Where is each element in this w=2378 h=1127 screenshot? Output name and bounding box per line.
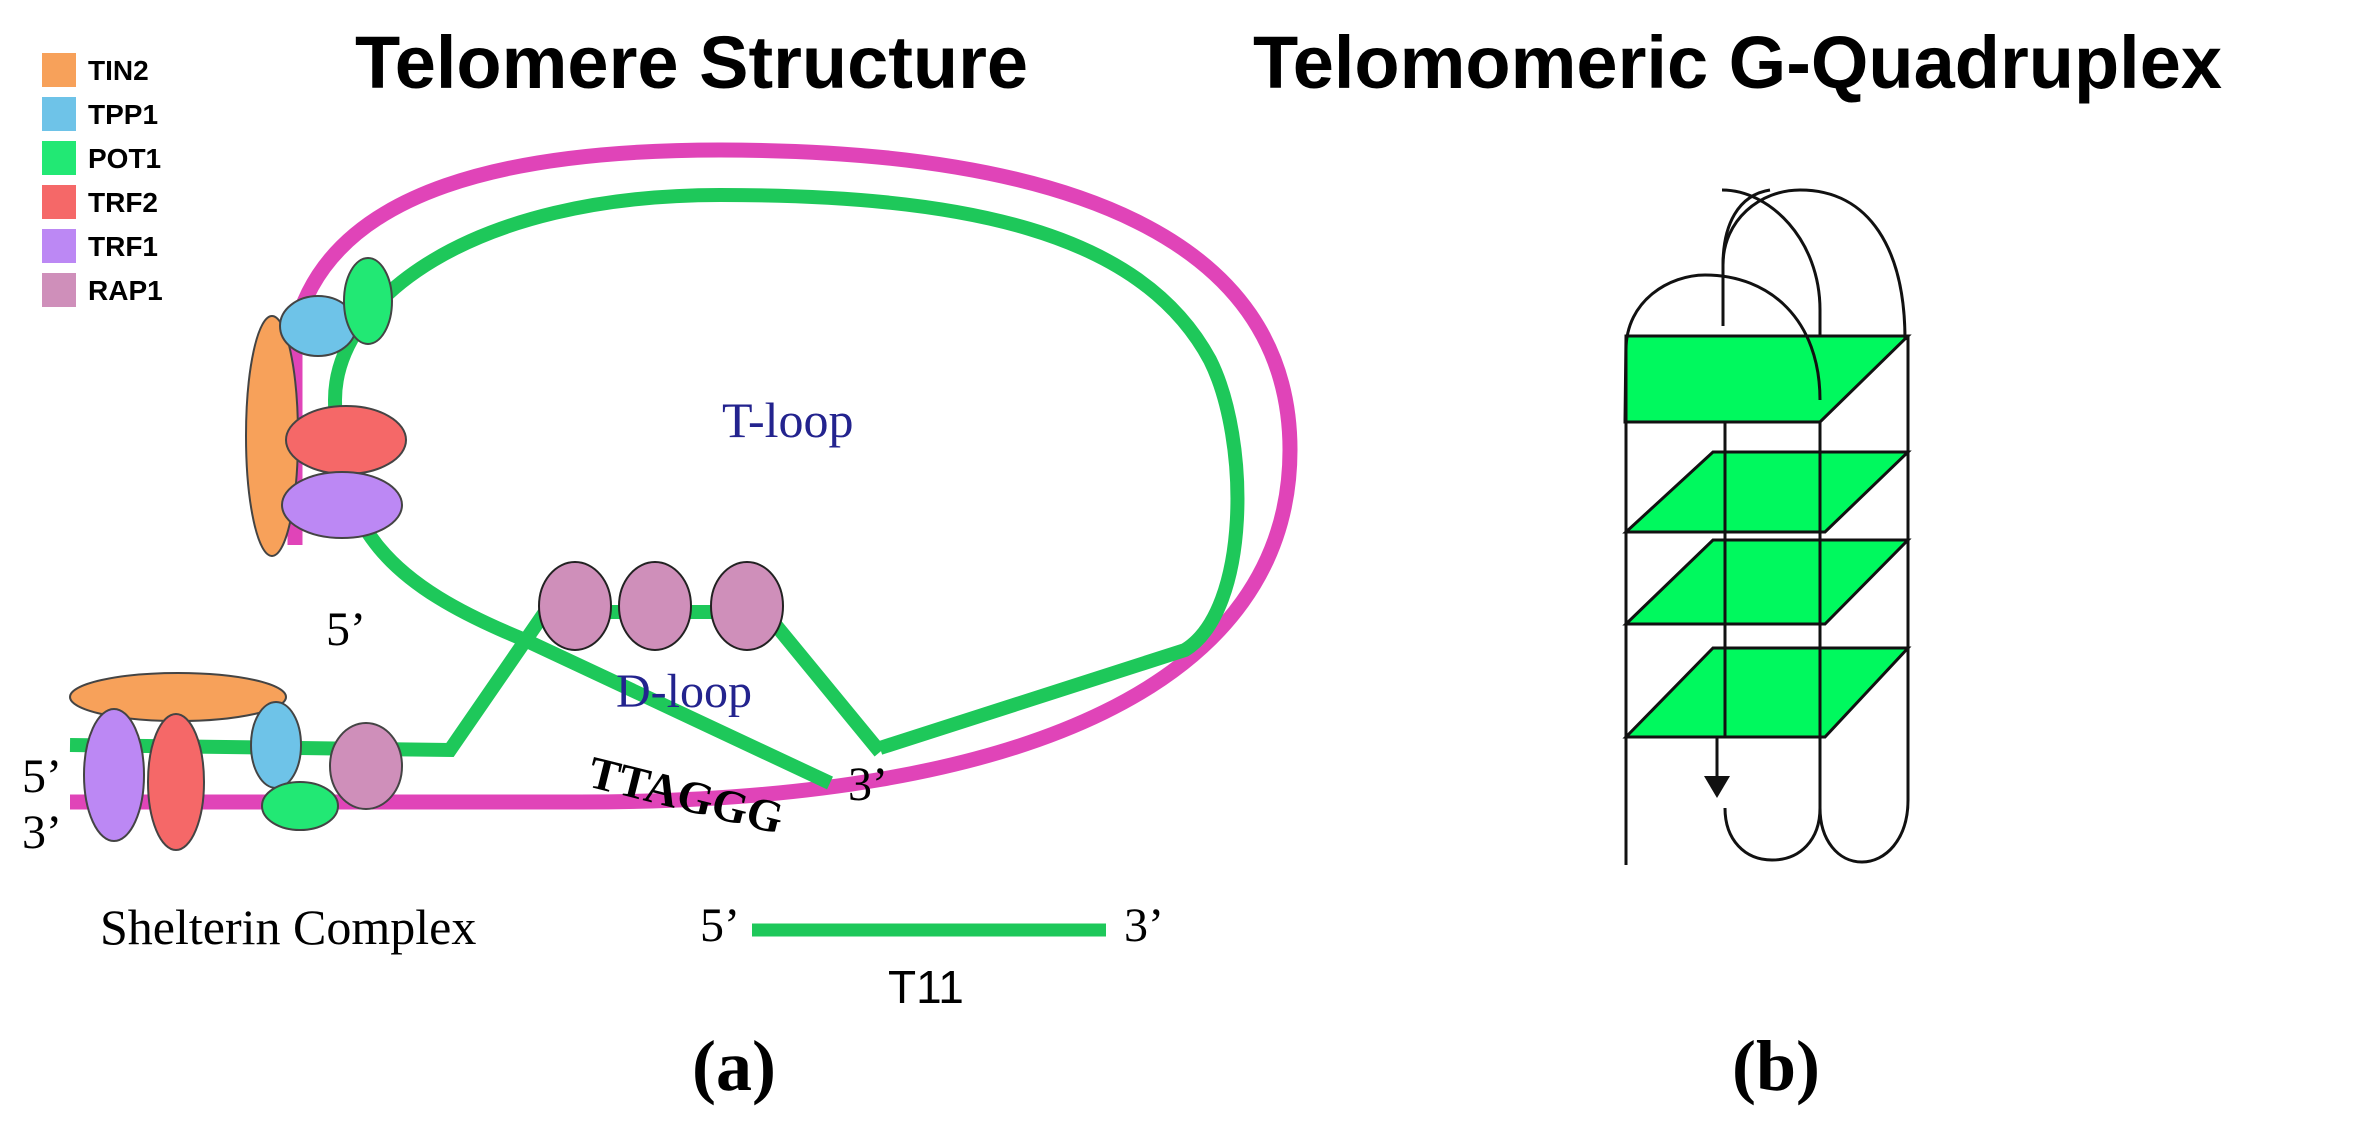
panel-a-title: Telomere Structure [355,21,1028,104]
rap1-dloop-1 [538,561,612,651]
t-loop-label: T-loop [722,392,854,448]
pot1-lower [261,781,339,831]
five-prime-left-label: 5’ [22,750,62,803]
rap1-dloop-3 [710,561,784,651]
strand-arrow-icon [1704,776,1730,798]
three-prime-left-label: 3’ [22,806,62,859]
legend-item-trf1: TRF1 [42,229,158,263]
trf2-upper [285,405,407,475]
legend-label-trf2: TRF2 [88,187,158,218]
rap1-dloop-2 [618,561,692,651]
telomeric-repeat-label: TTAGGG [584,746,789,844]
tetrad-4 [1622,646,1912,739]
tetrad-3 [1622,538,1912,626]
right-descending-strand [1818,336,1910,864]
panel-b-title: Telomomeric G-Quadruplex [1253,21,2222,104]
right-loop-strand [1721,188,1822,862]
lower-shelterin-complex [69,672,403,851]
legend-label-rap1: RAP1 [88,275,163,306]
tetrad-2 [1622,450,1912,534]
three-prime-end-label: 3’ [848,758,888,811]
legend-label-tpp1: TPP1 [88,99,158,130]
t11-label: T11 [888,961,964,1013]
rap1-lower [329,722,403,810]
legend-swatch-trf2 [42,185,76,219]
telomere-diagram: T-loop D-loop 5’ 5’ 3’ 3’ TTAGGG Shelter… [22,142,1298,1106]
pot1-upper [343,257,393,345]
legend-label-tin2: TIN2 [88,55,149,86]
legend-item-rap1: RAP1 [42,273,163,307]
legend-swatch-pot1 [42,141,76,175]
t11-three-prime-label: 3’ [1124,899,1164,952]
legend-item-tpp1: TPP1 [42,97,158,131]
g-strand-loop [327,187,1245,790]
legend-swatch-rap1 [42,273,76,307]
upper-shelterin-complex [245,257,407,557]
tetrad-1 [1623,334,1912,424]
d-loop-rap1-group [538,561,784,651]
front-arch-strand [1624,273,1822,401]
g-quadruplex-diagram: (b) [1622,188,1912,1106]
legend-item-trf2: TRF2 [42,185,158,219]
back-tall-arch [1721,188,1907,341]
trf1-upper [281,471,403,539]
legend-label-trf1: TRF1 [88,231,158,262]
legend-label-pot1: POT1 [88,143,161,174]
c-strand-loop [70,142,1298,810]
t11-five-prime-label: 5’ [700,899,740,952]
d-loop-label: D-loop [616,665,752,718]
trf1-lower [83,708,145,842]
legend-swatch-tpp1 [42,97,76,131]
panel-b-letter: (b) [1732,1026,1820,1106]
legend: TIN2 TPP1 POT1 TRF2 TRF1 RAP1 [42,53,163,307]
legend-item-tin2: TIN2 [42,53,149,87]
panel-a-letter: (a) [692,1026,776,1106]
legend-swatch-tin2 [42,53,76,87]
tpp1-lower [250,701,302,789]
legend-swatch-trf1 [42,229,76,263]
shelterin-complex-label: Shelterin Complex [100,899,476,955]
trf2-lower [147,713,205,851]
legend-item-pot1: POT1 [42,141,161,175]
five-prime-upper-label: 5’ [326,603,366,656]
